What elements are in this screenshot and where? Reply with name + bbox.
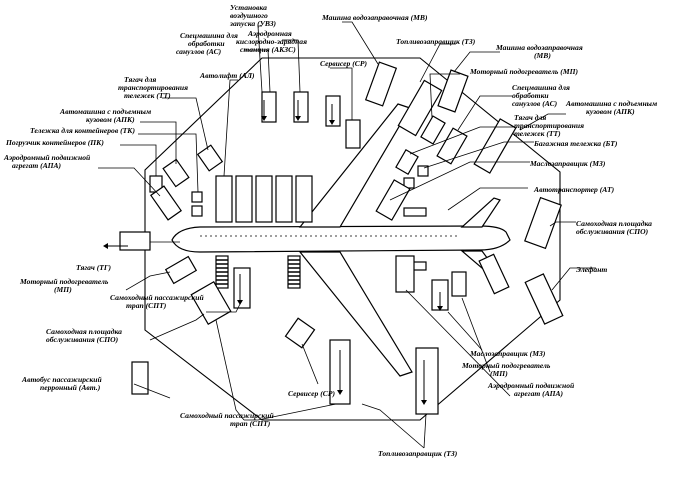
leader-lines [98, 21, 596, 449]
label-uvz-2: воздушного [230, 11, 268, 20]
label-uvz-3: запуска (УВЗ) [229, 19, 277, 28]
label-as-right-1: Спецмашина для [512, 83, 570, 92]
label-pk: Погрузчик контейнеров (ПК) [5, 138, 104, 147]
vehicle-spo-left [190, 280, 232, 326]
label-spt-left-1: Самоходный пассажирский [110, 293, 204, 302]
label-ant-2: перронный (Авт.) [40, 383, 101, 392]
aircraft-wing-lower [298, 251, 413, 377]
label-spt-bottom-1: Самоходный пассажирский [180, 411, 274, 420]
label-as-top-2: обработки [188, 39, 225, 48]
vehicle-as-right [436, 127, 468, 165]
label-mp-bottom-2: (МП) [490, 369, 508, 378]
vehicle-apk-left [162, 158, 190, 188]
label-tg: Тягач (ТГ) [76, 263, 112, 272]
label-mp-bottom-1: Моторный подогреватель [461, 361, 551, 370]
label-as-right-3: санузлов (АС) [512, 99, 558, 108]
label-spt-left-2: трап (СПТ) [126, 301, 167, 310]
vehicle-tk-1 [191, 191, 203, 203]
label-apk-right-1: Автомашина с подъемным [565, 99, 657, 108]
label-apa-left-2: агрегат (АПА) [12, 161, 62, 170]
label-akzs-2: кислородно-зарядная [236, 37, 307, 46]
vehicle-al-2 [235, 175, 253, 223]
label-spt-bottom-2: трап (СПТ) [230, 419, 271, 428]
label-spo-right-2: обслуживания (СПО) [576, 227, 649, 236]
vehicle-tg [119, 231, 151, 251]
label-tt-left-1: Тягач для [124, 75, 156, 84]
label-elefant: Элефант [576, 265, 607, 274]
label-spo-left-2: обслуживания (СПО) [46, 335, 119, 344]
vehicle-spt-left [233, 267, 251, 309]
vehicle-mv-top [364, 61, 398, 107]
label-mz-right: Маслозаправщик (МЗ) [529, 159, 606, 168]
vehicle-apa-bottom [395, 255, 415, 293]
label-tt-right-2: транспортирования [514, 121, 584, 130]
label-tz-bottom: Топливозаправщик (ТЗ) [378, 449, 458, 458]
label-sr-bottom: Сервисер (СР) [288, 389, 335, 398]
vehicle-mp-right [420, 115, 446, 145]
vehicle-tz-bottom [415, 347, 439, 415]
vehicle-al-4 [275, 175, 293, 223]
label-tt-right-3: тележек (ТТ) [514, 129, 561, 138]
label-bt: Багажная тележка (БТ) [533, 139, 618, 148]
vehicle-bt-1 [417, 165, 429, 177]
vehicle-as-top [325, 95, 341, 127]
passenger-stairs [215, 255, 301, 289]
vehicle-elefant [524, 273, 564, 325]
servicing-zone-boundary [144, 57, 561, 421]
label-akzs-1: Аэродромная [247, 29, 292, 38]
labels: Установка воздушного запуска (УВЗ) Аэрод… [3, 3, 657, 458]
label-mv-right-2: (МВ) [534, 51, 551, 60]
vehicle-tk-2 [191, 205, 203, 217]
label-uvz-1: Установка [230, 3, 267, 12]
aircraft-engine-1 [403, 207, 427, 217]
label-mp-right: Моторный подогреватель (МП) [469, 67, 578, 76]
vehicle-al-5 [295, 175, 313, 223]
approach-arrows [103, 100, 443, 405]
label-apa-bottom-1: Аэродромный подвижной [487, 381, 574, 390]
label-mv-top: Машина водозаправочная (МВ) [321, 13, 428, 22]
label-apa-left-1: Аэродромный подвижной [3, 153, 90, 162]
vehicle-apk-right [473, 118, 517, 174]
vehicle-at [375, 179, 411, 221]
vehicle-wing-fuel-a [478, 253, 510, 295]
label-tt-left-2: транспортирования [118, 83, 188, 92]
label-tt-right-1: Тягач для [514, 113, 546, 122]
vehicle-al-1 [215, 175, 233, 223]
label-sr-top: Сервисер (СР) [320, 59, 367, 68]
label-al: Автолифт (АЛ) [199, 71, 255, 80]
vehicle-mv-right [437, 69, 469, 113]
label-spo-left-1: Самоходная площадка [46, 327, 122, 336]
label-akzs-3: станция (АКЗС) [240, 45, 296, 54]
vehicle-sr-bottom [284, 317, 316, 349]
label-mp-left-1: Моторный подогреватель [19, 277, 109, 286]
vehicle-mp-left [164, 255, 198, 285]
label-tk: Тележка для контейнеров (ТК) [30, 126, 135, 135]
label-apk-right-2: кузовом (АПК) [586, 107, 635, 116]
vehicle-tt-right [395, 149, 419, 175]
aircraft-fuselage [171, 225, 511, 253]
label-apk-left-1: Автомашина с подъемным [59, 107, 151, 116]
vehicle-sr-top [345, 119, 361, 149]
label-apk-left-2: кузовом (АПК) [86, 115, 135, 124]
label-as-right-2: обработки [512, 91, 549, 100]
vehicle-uvz [261, 91, 277, 123]
vehicle-spo-right [524, 196, 562, 250]
label-mp-left-2: (МП) [54, 285, 72, 294]
label-as-top-3: санузлов (АС) [176, 47, 222, 56]
label-at: Автотранспортер (АТ) [533, 185, 615, 194]
aircraft-tailplane-upper [460, 197, 501, 228]
vehicle-ant [131, 361, 149, 395]
label-ant-1: Автобус пассажирский [21, 375, 102, 384]
label-mz-bottom: Маслозаправщик (МЗ) [469, 349, 546, 358]
label-tt-left-3: тележек (ТТ) [124, 91, 171, 100]
vehicle-tt-left [196, 144, 224, 172]
vehicle-mp-bottom [451, 271, 467, 297]
label-tz-top: Топливозаправщик (ТЗ) [396, 37, 476, 46]
label-mv-right-1: Машина водозаправочная [495, 43, 583, 52]
label-as-top-1: Спецмашина для [180, 31, 238, 40]
label-spo-right-1: Самоходная площадка [576, 219, 652, 228]
vehicle-al-3 [255, 175, 273, 223]
label-apa-bottom-2: агрегат (АПА) [514, 389, 564, 398]
